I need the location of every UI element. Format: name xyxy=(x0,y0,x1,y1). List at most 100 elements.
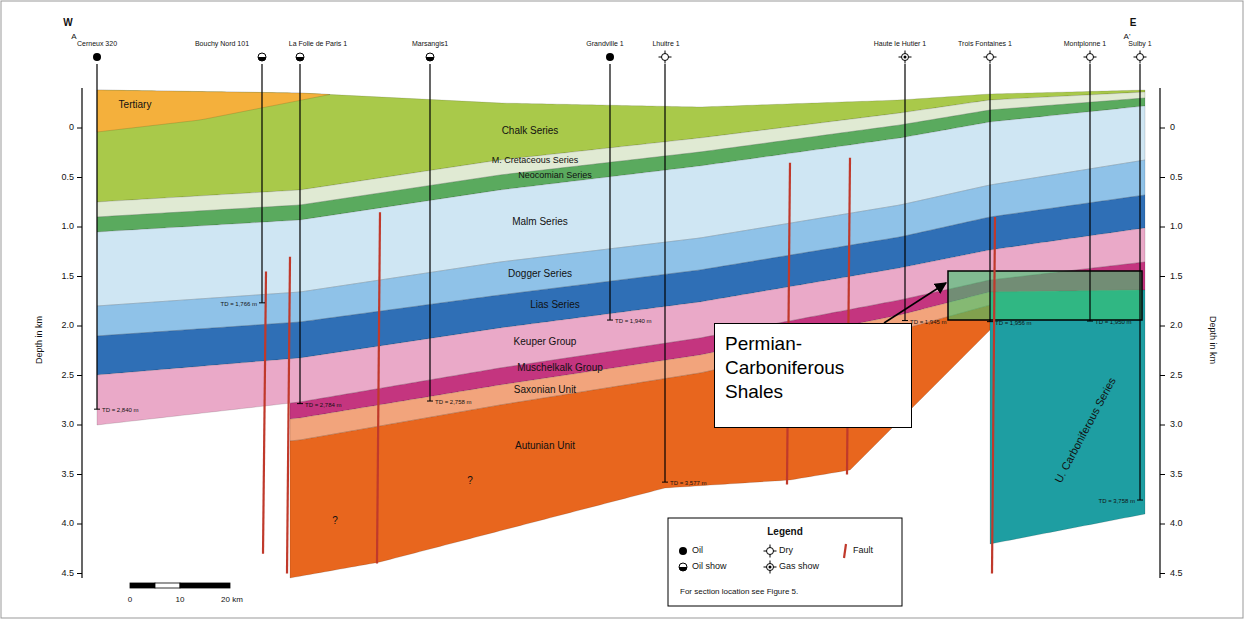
fault-line xyxy=(263,272,266,554)
total-depth: TD = 1,766 m xyxy=(220,301,257,308)
well-bore xyxy=(1139,64,1140,500)
dry-well-symbol xyxy=(1084,51,1097,64)
section-end-letter: A xyxy=(71,33,76,42)
callout-leader xyxy=(884,283,946,323)
axis-label: Depth in km xyxy=(35,316,45,364)
callout-text: Permian-Carboniferous Shales xyxy=(715,324,911,411)
scale-label: 20 km xyxy=(221,596,243,605)
fault-legend-sample xyxy=(844,544,846,558)
show-well-symbol xyxy=(426,53,434,61)
axis-label: 4.0 xyxy=(1170,519,1183,529)
legend-entry: Fault xyxy=(853,546,873,556)
well-name: Haute le Hutier 1 xyxy=(874,40,927,48)
unit-name: Malm Series xyxy=(512,216,568,227)
depth-axis xyxy=(81,88,82,578)
well-bore xyxy=(429,64,430,401)
unit-name: Dogger Series xyxy=(508,268,572,279)
legend-note: Legend xyxy=(767,526,803,537)
well-bore xyxy=(299,64,300,404)
well-bore xyxy=(1089,64,1090,321)
section-end-letter: E xyxy=(1130,17,1137,28)
axis-tick xyxy=(77,326,82,327)
td-tick xyxy=(297,403,303,404)
axis-label: 2.5 xyxy=(61,371,74,381)
unit-name: Lias Series xyxy=(530,299,579,310)
axis-tick xyxy=(1160,326,1165,327)
well-name: Bouchy Nord 101 xyxy=(195,40,249,48)
unit-name: Autunian Unit xyxy=(515,440,575,451)
well-bore xyxy=(261,64,262,303)
axis-tick xyxy=(1160,375,1165,376)
scale-bar xyxy=(130,583,155,588)
well-bore xyxy=(609,64,610,320)
depth-axis xyxy=(1159,88,1160,578)
axis-label: 3.0 xyxy=(61,420,74,430)
td-tick xyxy=(259,302,265,303)
td-tick xyxy=(662,482,668,483)
legend-box xyxy=(668,518,902,606)
axis-label: 0 xyxy=(69,123,74,133)
axis-tick xyxy=(77,573,82,574)
total-depth: TD = 3,758 m xyxy=(1098,498,1135,505)
section-end-letter: A' xyxy=(1124,33,1131,42)
axis-label: 3.5 xyxy=(1170,470,1183,480)
axis-tick xyxy=(77,177,82,178)
axis-label: 2.0 xyxy=(61,321,74,331)
total-depth: TD = 2,840 m xyxy=(102,407,139,414)
axis-label: 4.5 xyxy=(1170,569,1183,579)
axis-label: 3.5 xyxy=(61,470,74,480)
scale-bar xyxy=(180,583,230,588)
legend-entry: Oil xyxy=(692,546,703,556)
oil-well-symbol xyxy=(606,53,614,61)
axis-tick xyxy=(77,524,82,525)
dry-well-symbol xyxy=(1134,51,1147,64)
shale-highlight xyxy=(948,271,1142,320)
td-tick xyxy=(1087,321,1093,322)
well-name: Grandville 1 xyxy=(586,40,623,48)
dry-well-symbol xyxy=(659,51,672,64)
axis-tick xyxy=(1160,524,1165,525)
well-bore xyxy=(96,64,97,409)
show-well-symbol xyxy=(296,53,304,61)
oil-well-symbol xyxy=(93,53,101,61)
unit-name: Keuper Group xyxy=(514,336,577,347)
axis-label: 1.0 xyxy=(61,222,74,232)
axis-tick xyxy=(77,425,82,426)
unit-name: Tertiary xyxy=(119,99,152,110)
oil-well-symbol xyxy=(679,547,687,555)
axis-tick xyxy=(77,375,82,376)
show-well-symbol xyxy=(679,563,687,571)
axis-tick xyxy=(77,227,82,228)
well-bore xyxy=(989,64,990,322)
axis-tick xyxy=(77,276,82,277)
axis-label: 0.5 xyxy=(61,173,74,183)
fault-line xyxy=(377,212,380,563)
total-depth: TD = 2,758 m xyxy=(435,399,472,406)
callout-box: Permian-Carboniferous Shales xyxy=(714,323,912,428)
td-tick xyxy=(902,320,908,321)
dry-well-symbol xyxy=(984,51,997,64)
well-bore xyxy=(904,64,905,321)
tertiary-layer xyxy=(97,90,330,132)
axis-label: Depth in km xyxy=(1207,316,1217,364)
well-name: Trois Fontaines 1 xyxy=(958,40,1012,48)
axis-label: 4.5 xyxy=(61,569,74,579)
total-depth: TD = 1,950 m xyxy=(1095,319,1132,326)
unit-name: Muschelkalk Group xyxy=(517,362,603,373)
td-tick xyxy=(427,401,433,402)
legend-note: For section location see Figure 5. xyxy=(680,588,798,597)
axis-label: 2.5 xyxy=(1170,371,1183,381)
axis-tick xyxy=(1160,276,1165,277)
section-end-letter: W xyxy=(63,17,72,28)
show-well-symbol xyxy=(258,53,266,61)
axis-label: 2.0 xyxy=(1170,321,1183,331)
axis-tick xyxy=(1160,128,1165,129)
unit-name: Neocomian Series xyxy=(518,171,592,181)
gas-well-symbol xyxy=(764,561,777,574)
well-name: Lhuitre 1 xyxy=(652,40,679,48)
td-tick xyxy=(94,409,100,410)
total-depth: TD = 1,956 m xyxy=(995,319,1032,326)
well-name: Cerneux 320 xyxy=(77,40,117,48)
